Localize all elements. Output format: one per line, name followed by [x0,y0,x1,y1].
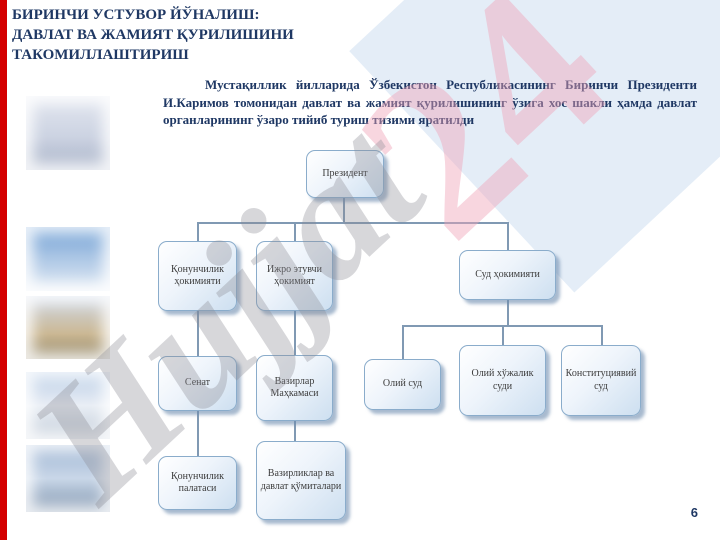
building-photo-2 [26,227,110,291]
org-node-economic-court-label: Олий хўжалик суди [471,368,534,392]
slide-title-line1: БИРИНЧИ УСТУВОР ЙЎНАЛИШ: [12,7,260,23]
org-node-president-label: Президент [322,167,368,179]
org-node-senate: Сенат [158,356,237,411]
building-photo-3 [26,296,110,359]
org-node-judicial-label: Суд ҳокимияти [475,268,540,280]
connector-to-judicial [507,222,509,251]
org-node-legislative-label: Қонунчилик ҳокимияти [171,263,224,288]
connector-executive-cabinet [294,310,296,356]
org-node-ministries: Вазирликлар ва давлат қўмиталари [256,441,346,520]
org-node-constitutional-court-label: Конституциявий суд [565,368,637,392]
page-number: 6 [690,505,698,520]
left-accent-bar [0,0,7,540]
org-node-executive-power: Ижро этувчи ҳокимият [256,241,333,311]
connector-senate-chamber [197,410,199,457]
intro-paragraph: Мустақиллик йилларида Ўзбекистон Республ… [163,77,697,128]
org-node-executive-label: Ижро этувчи ҳокимият [267,263,322,288]
connector-judicial-down [507,299,509,326]
connector-to-supreme-court [402,325,404,360]
connector-to-executive [294,222,296,242]
connector-to-legislative [197,222,199,242]
org-node-legislative-chamber: Қонунчилик палатаси [158,456,237,510]
building-photo-4 [26,372,110,439]
org-node-economic-court: Олий хўжалик суди [459,345,546,416]
slide-title-line2: ДАВЛАТ ВА ЖАМИЯТ ҚУРИЛИШИНИ [12,26,294,43]
connector-cabinet-ministries [294,420,296,442]
background-diagonal-band [349,0,720,293]
org-node-legislative-chamber-label: Қонунчилик палатаси [171,470,224,495]
org-node-constitutional-court: Конституциявий суд [561,345,641,416]
building-photo-5 [26,445,110,512]
org-node-supreme-court: Олий суд [364,359,441,410]
org-node-judicial-power: Суд ҳокимияти [459,250,556,300]
slide-title: БИРИНЧИ УСТУВОР ЙЎНАЛИШ: ДАВЛАТ ВА ЖАМИЯ… [12,6,294,65]
org-node-cabinet: Вазирлар Маҳкамаси [256,355,333,421]
org-node-supreme-court-label: Олий суд [382,378,423,390]
building-photo-1 [26,96,110,170]
slide-title-line3: ТАКОМИЛЛАШТИРИШ [12,46,189,63]
org-node-cabinet-label: Вазирлар Маҳкамаси [270,375,319,400]
org-node-senate-label: Сенат [184,377,211,389]
org-node-legislative-power: Қонунчилик ҳокимияти [158,241,237,311]
connector-legislative-senate [197,310,199,357]
connector-to-constitutional-court [601,325,603,346]
connector-to-economic-court [502,325,504,346]
org-node-ministries-label: Вазирликлар ва давлат қўмиталари [260,468,342,492]
connector-level2-horizontal [197,222,508,224]
org-node-president: Президент [306,150,384,198]
connector-president-down [343,198,345,224]
